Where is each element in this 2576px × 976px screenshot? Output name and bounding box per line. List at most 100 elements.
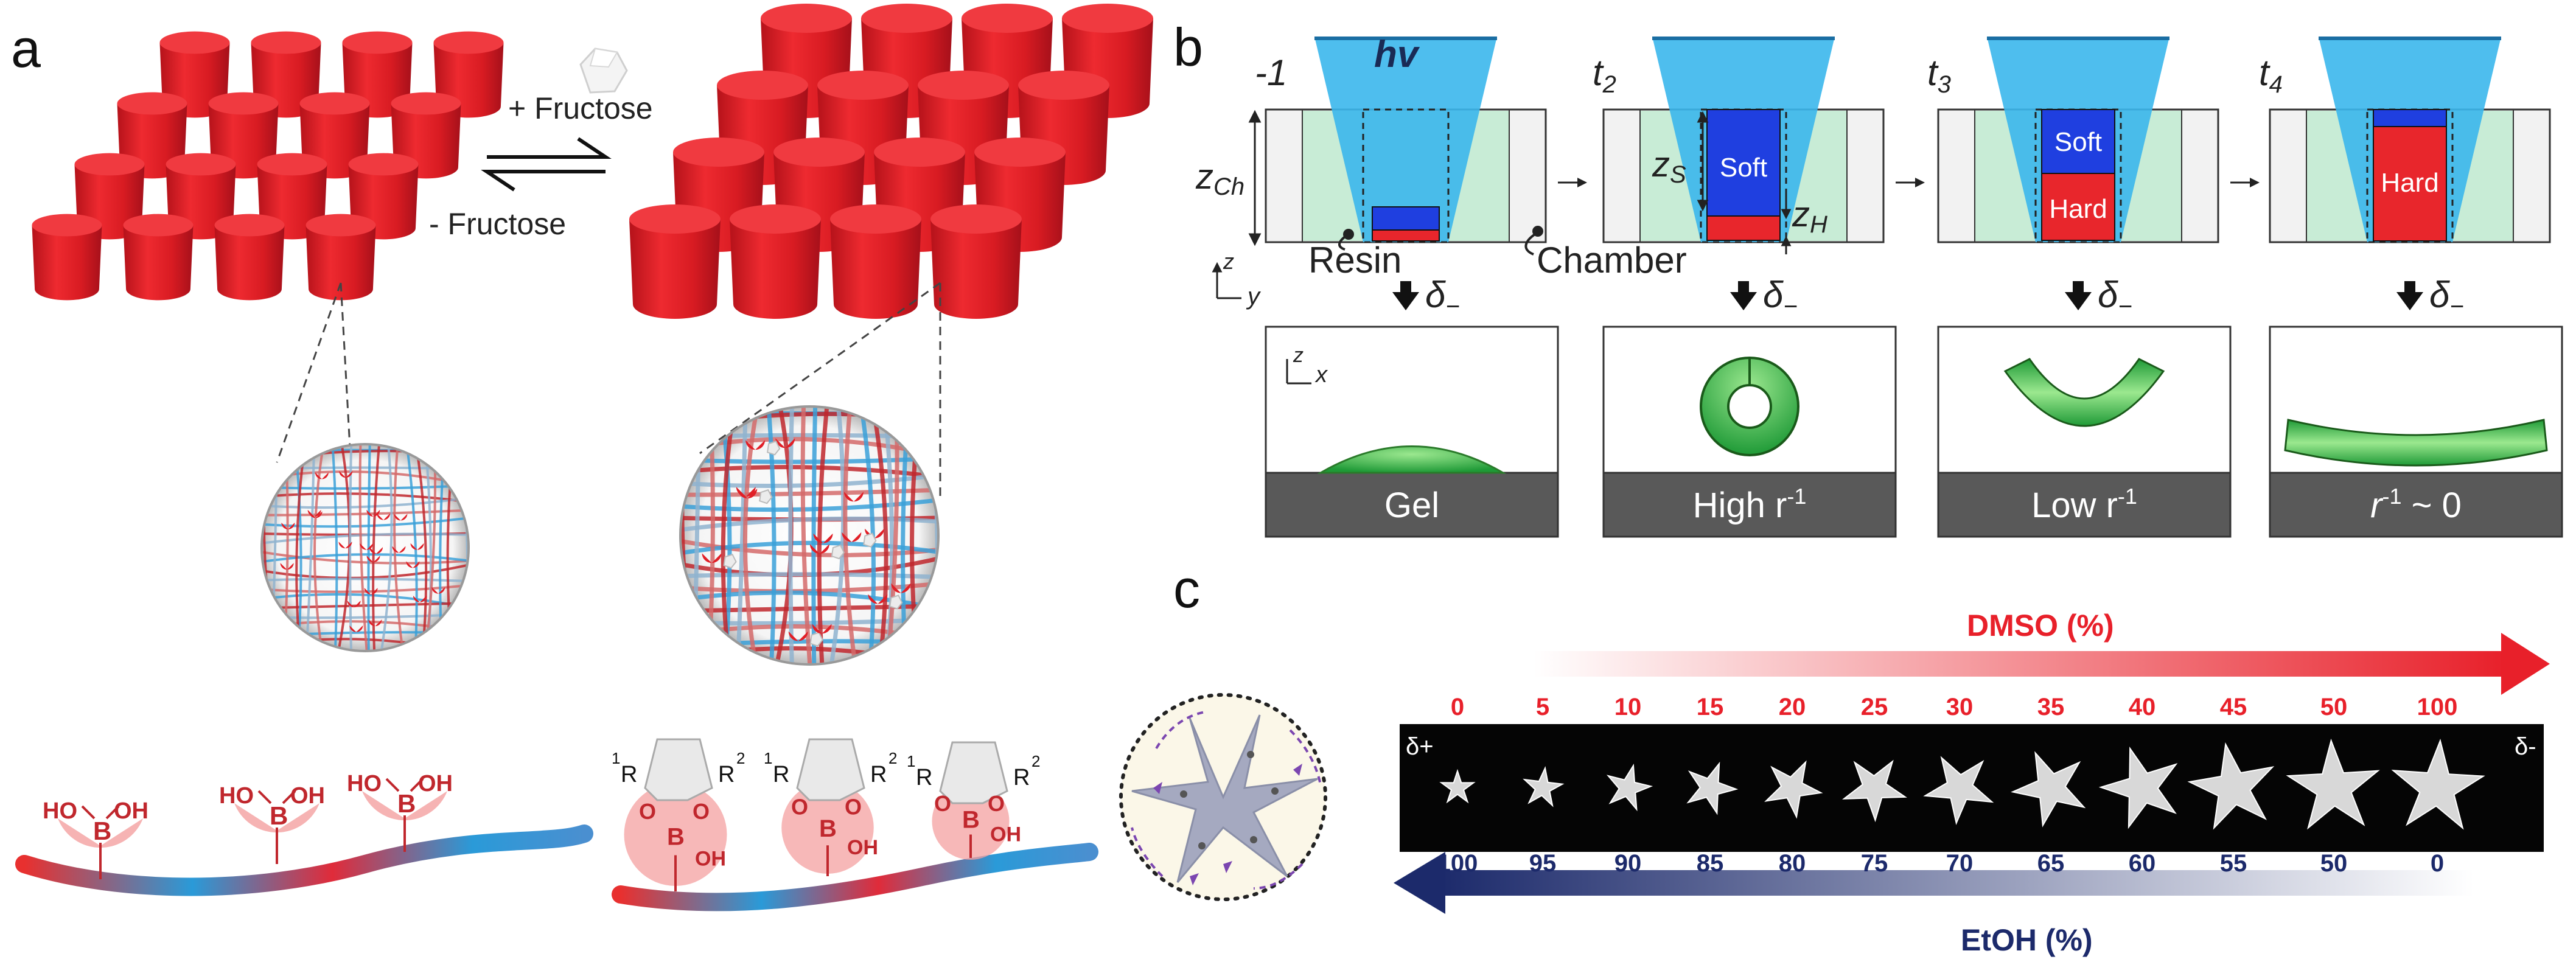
gripper-star-image — [2391, 738, 2485, 830]
network-zoom-swollen — [679, 405, 940, 666]
substituent-index: 2 — [736, 749, 745, 767]
dmso-tick-label: 15 — [1697, 694, 1724, 720]
remove-fructose-label: - Fructose — [429, 207, 566, 241]
dmso-axis-label: DMSO (%) — [1967, 608, 2114, 643]
gripper-star-image — [2187, 742, 2275, 830]
hydroxyl-label: OH — [418, 771, 453, 796]
axis-z-label: z — [1223, 249, 1234, 274]
r-group-label: R — [870, 762, 887, 787]
hard-thickness-label: zH — [1792, 195, 1827, 238]
axis-y-label: y — [1246, 283, 1262, 310]
oxygen-atom: O — [934, 791, 951, 816]
panel-a-label: a — [11, 18, 41, 78]
time-step-label: t3 — [1927, 52, 1951, 98]
substituent-index: 1 — [612, 749, 620, 767]
dmso-tick-label: 25 — [1861, 694, 1888, 720]
etoh-tick-label: 70 — [1946, 850, 1974, 877]
gripper-star-image — [1923, 756, 1994, 826]
pillar — [830, 204, 921, 319]
panel-b-label: b — [1173, 17, 1203, 77]
etoh-tick-label: 90 — [1614, 850, 1642, 877]
r-group-label: R — [773, 762, 789, 787]
etoh-tick-label: 55 — [2220, 850, 2247, 877]
dmso-gradient-arrow — [1534, 633, 2550, 695]
outcome-label: Gel — [1384, 486, 1439, 525]
outcome-label: Low r-1 — [2031, 484, 2137, 525]
dmso-tick-label: 45 — [2220, 694, 2247, 720]
outcome-panel: Low r-1 — [1937, 326, 2232, 538]
axis-zy-icon — [1212, 262, 1241, 299]
panel-c-label: c — [1173, 559, 1200, 619]
hydroxyl-label: HO — [43, 798, 77, 824]
axis-x-label: x — [1314, 362, 1328, 388]
panel-a: a + Fructose - Fructose — [11, 4, 1153, 912]
gripper-star-image — [1606, 763, 1653, 812]
dmso-tick-label: 100 — [2417, 694, 2458, 720]
dmso-tick-label: 5 — [1536, 694, 1549, 720]
delta-label: δ− — [1763, 274, 1798, 320]
etoh-tick-label: 60 — [2129, 850, 2156, 877]
pillar — [305, 214, 376, 301]
substituent-index: 2 — [888, 749, 897, 767]
hard-layer-label: Hard — [2049, 194, 2107, 224]
dmso-tick-label: 20 — [1779, 694, 1806, 720]
boronic-acid-group: B HO OH — [43, 798, 148, 879]
star-gripper-schematic — [1119, 693, 1327, 901]
panel-c: c DMSO (%) EtOH (%) — [1119, 559, 2550, 957]
hydroxyl-label: HO — [219, 783, 254, 809]
flat-gel-shape — [2284, 419, 2548, 467]
resin-label: Resin — [1308, 240, 1401, 281]
zoom-lines — [276, 282, 941, 496]
r-group-label: R — [718, 762, 735, 787]
gripper-star-image — [2098, 746, 2178, 829]
etoh-tick-label: 50 — [2320, 850, 2348, 877]
process-arrow-icon — [2396, 292, 2423, 310]
etoh-gradient-arrow — [1394, 852, 2474, 914]
hydroxyl-label: OH — [114, 798, 148, 824]
dmso-tick-label: 10 — [1614, 694, 1642, 720]
etoh-tick-label: 80 — [1779, 850, 1806, 877]
substituent-index: 1 — [907, 752, 915, 770]
substituent-index: 2 — [1031, 752, 1040, 770]
boron-atom: B — [962, 807, 980, 834]
gripper-star-image — [1686, 761, 1739, 815]
etoh-tick-label: 65 — [2037, 850, 2065, 877]
resin-pointer-dot — [1343, 229, 1354, 240]
process-arrow-icon — [2065, 292, 2092, 310]
delta-minus-label: δ- — [2515, 733, 2536, 760]
boron-atom: B — [667, 824, 685, 851]
pillar — [930, 204, 1022, 319]
etoh-tick-label: 75 — [1861, 850, 1888, 877]
axis-z-label: z — [1293, 344, 1304, 367]
outcome-label: r-1 ~ 0 — [2370, 484, 2462, 525]
dmso-tick-label: 40 — [2129, 694, 2156, 720]
soft-layer-label: Soft — [2054, 127, 2102, 157]
pillar — [32, 214, 102, 301]
etoh-axis-label: EtOH (%) — [1961, 923, 2093, 957]
gripper-star-image — [1439, 769, 1476, 804]
dmso-tick-label: 35 — [2037, 694, 2065, 720]
curled-gel-shape — [2003, 358, 2165, 427]
print-step: -1δ− — [1255, 37, 1587, 320]
pillar-array-left — [32, 31, 504, 301]
etoh-tick-label: 85 — [1697, 850, 1724, 877]
boron-atom: B — [93, 817, 111, 845]
oxygen-atom: O — [988, 791, 1005, 816]
oxygen-atom: O — [845, 795, 862, 820]
pillar — [730, 204, 821, 319]
gripper-star-image — [1842, 759, 1907, 823]
hydroxyl-label: OH — [847, 836, 878, 859]
pillar-array-right — [629, 4, 1153, 319]
r-group-label: R — [621, 762, 637, 787]
substituent-index: 1 — [764, 749, 772, 767]
oxygen-atom: O — [693, 799, 710, 824]
delta-label: δ− — [1425, 274, 1460, 320]
r-group-label: R — [916, 765, 932, 790]
